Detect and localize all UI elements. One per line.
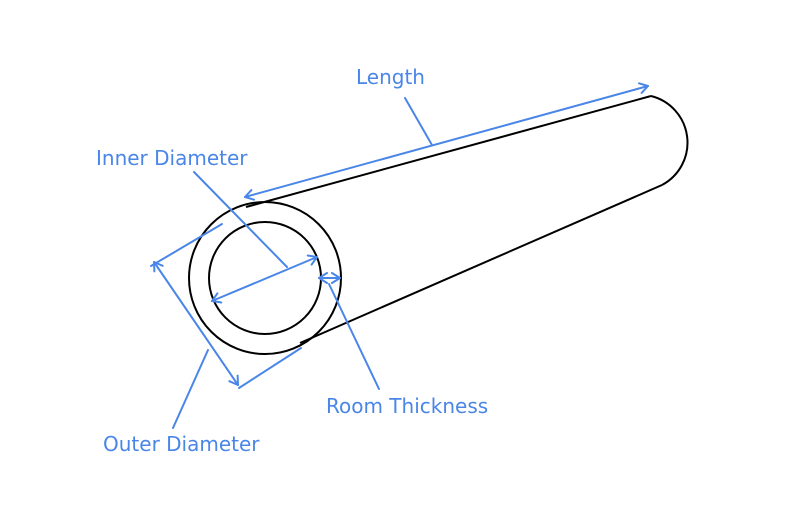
length-dimension-arrow — [244, 82, 649, 201]
pipe-bottom-edge — [299, 184, 663, 344]
room-thickness-label: Room Thickness — [326, 394, 488, 418]
inner-diameter-label: Inner Diameter — [96, 146, 248, 170]
pipe-far-end-cap — [650, 95, 689, 186]
room-thickness-leader-line — [328, 283, 380, 390]
outer-diameter-dimension-arrow — [153, 261, 239, 386]
inner-diameter-leader-line — [193, 171, 288, 268]
outer-diameter-extension-bottom — [238, 347, 302, 389]
length-leader-line — [404, 97, 433, 146]
dimension-annotations — [150, 82, 649, 429]
inner-diameter-dimension-arrow — [211, 254, 318, 304]
length-label: Length — [356, 65, 425, 89]
pipe-top-edge — [245, 95, 652, 208]
outer-diameter-leader-line — [172, 349, 209, 429]
pipe — [188, 95, 689, 355]
dimension-labels: Length Inner Diameter Room Thickness Out… — [96, 65, 488, 456]
outer-diameter-label: Outer Diameter — [103, 432, 260, 456]
outer-diameter-extension-top — [150, 223, 223, 267]
